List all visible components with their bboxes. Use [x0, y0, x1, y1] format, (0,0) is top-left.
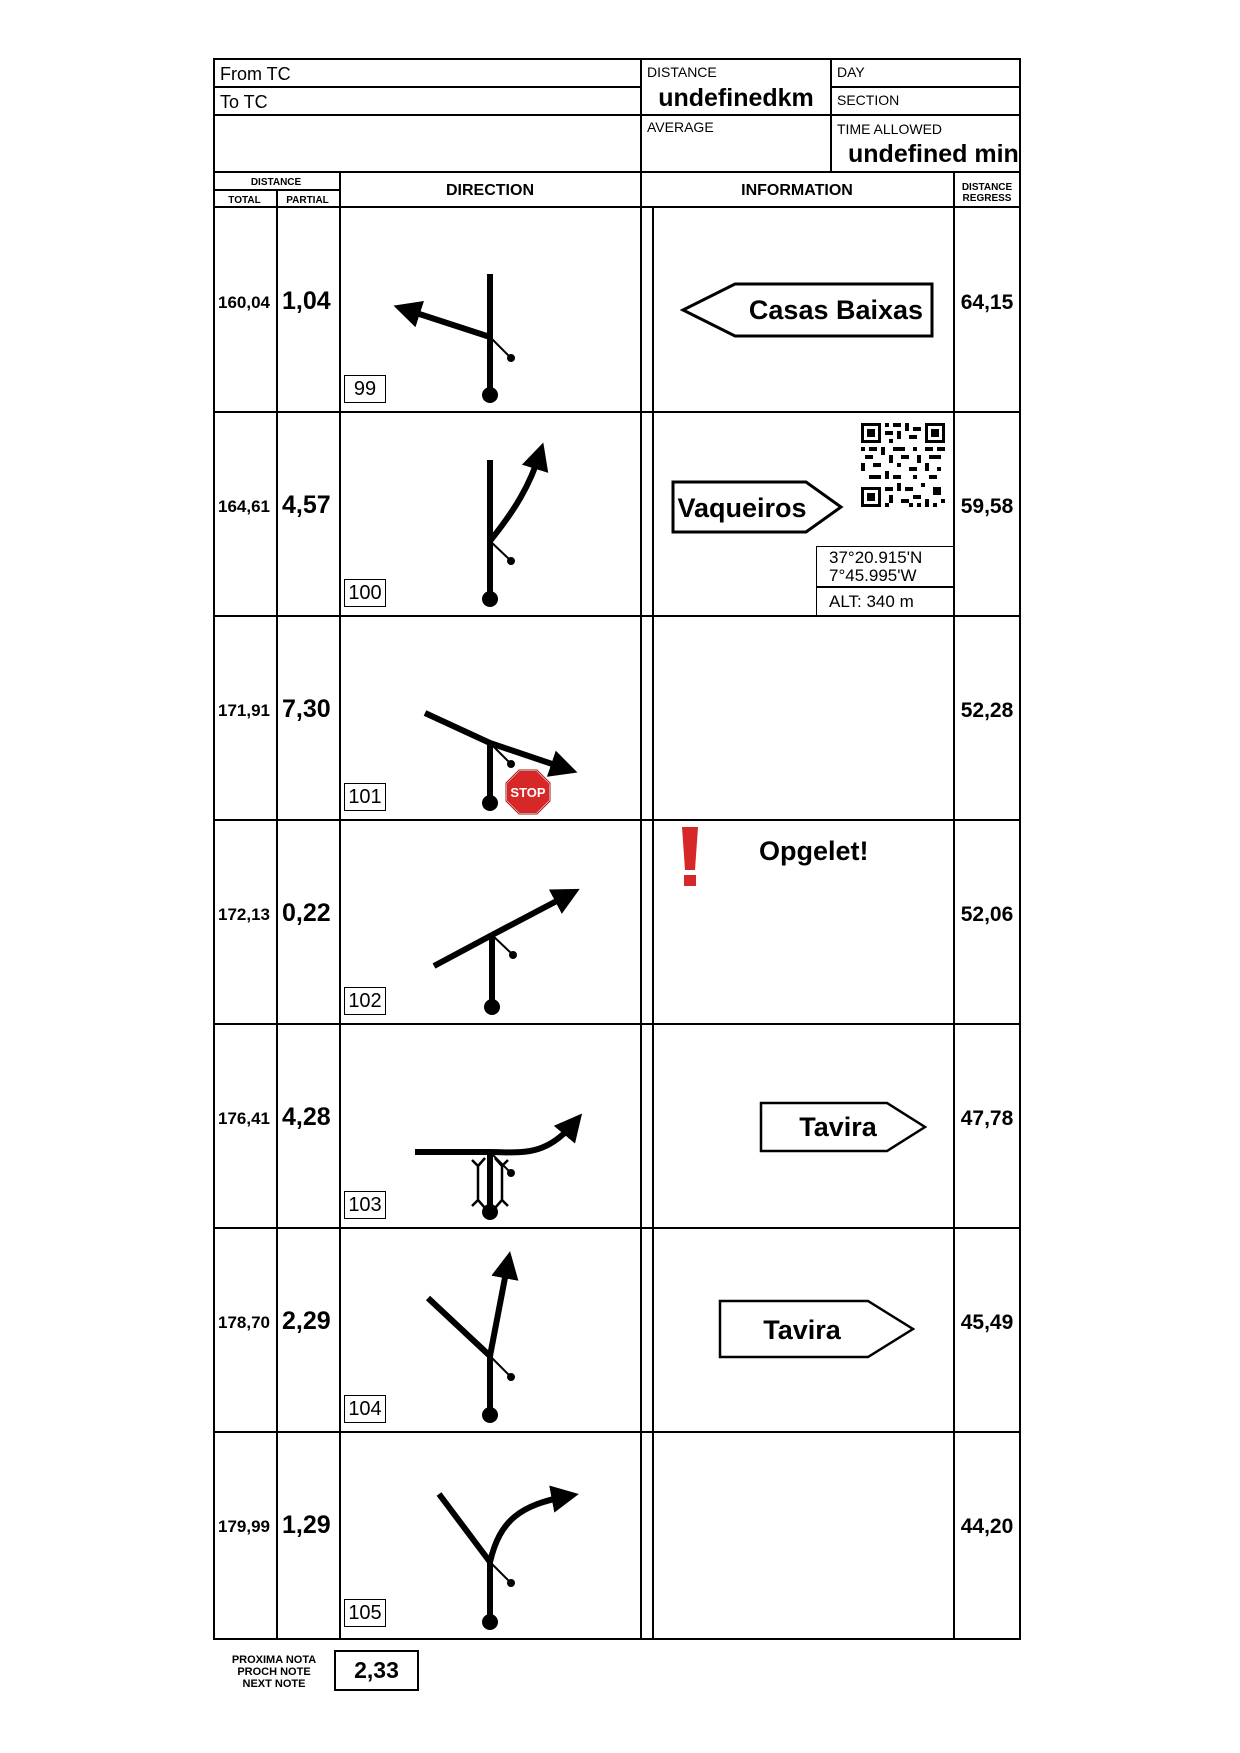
row-3-total: 171,91: [218, 701, 270, 720]
row-2-partial: 4,57: [282, 491, 331, 519]
next-note-label-3: NEXT NOTE: [242, 1678, 306, 1690]
section-label: SECTION: [837, 92, 900, 108]
row-4-regress: 52,06: [960, 903, 1014, 926]
sign-vaqueiros-text: Vaqueiros: [677, 493, 806, 523]
row-5-regress: 47,78: [960, 1107, 1014, 1130]
tulip-row-3-icon: [423, 710, 578, 811]
partial-col-header: PARTIAL: [286, 195, 329, 206]
tulip-row-7-icon: [436, 1485, 579, 1630]
row-4-number: 102: [344, 987, 386, 1015]
day-label: DAY: [837, 64, 865, 80]
time-allowed-label: TIME ALLOWED: [837, 121, 943, 137]
row-5-partial: 4,28: [282, 1103, 331, 1131]
tulip-row-2-icon: [482, 442, 549, 607]
sign-tavira-row-5: Tavira: [759, 1101, 928, 1153]
latitude-text: 37°20.915'N: [829, 548, 923, 567]
altitude-text: ALT: 340 m: [829, 592, 914, 611]
row-1-regress: 64,15: [960, 291, 1014, 314]
sign-tavira-row-5-text: Tavira: [799, 1112, 878, 1142]
average-label: AVERAGE: [647, 119, 714, 135]
time-allowed-value: undefined min: [848, 140, 1019, 168]
row-4-partial: 0,22: [282, 899, 331, 927]
row-7-number: 105: [344, 1599, 386, 1627]
row-1-total: 160,04: [218, 293, 270, 312]
row-2-number: 100: [344, 579, 386, 607]
regress-col-header-line1: DISTANCE: [961, 182, 1013, 193]
tulip-row-6-icon: [425, 1251, 519, 1423]
row-5-number: 103: [344, 1191, 386, 1219]
exclamation-icon: [682, 827, 698, 886]
longitude-text: 7°45.995'W: [829, 566, 917, 585]
distance-value: undefinedkm: [658, 84, 814, 112]
row-6-number: 104: [344, 1395, 386, 1423]
row-2-regress: 59,58: [960, 495, 1014, 518]
next-note-value: 2,33: [334, 1650, 419, 1691]
row-3-number: 101: [344, 783, 386, 811]
coordinates-box: [816, 546, 954, 616]
row-6-total: 178,70: [218, 1313, 270, 1332]
next-note-label-1: PROXIMA NOTA: [231, 1654, 317, 1666]
information-col-header: INFORMATION: [741, 182, 853, 199]
next-note-label-2: PROCH NOTE: [237, 1666, 311, 1678]
distance-col-header: DISTANCE: [250, 177, 302, 188]
row-5-total: 176,41: [218, 1109, 270, 1128]
tulip-row-5-icon: [415, 1113, 583, 1220]
sign-tavira-row-6: Tavira: [718, 1299, 916, 1359]
warning-note: Opgelet!: [759, 836, 869, 866]
row-1-partial: 1,04: [282, 287, 331, 315]
from-tc-label: From TC: [220, 64, 291, 84]
row-2-total: 164,61: [218, 497, 270, 516]
tulip-row-4-icon: [432, 888, 580, 1015]
total-col-header: TOTAL: [228, 195, 261, 206]
row-7-regress: 44,20: [960, 1515, 1014, 1538]
to-tc-label: To TC: [220, 92, 268, 112]
stop-sign-text: STOP: [510, 785, 545, 800]
sign-tavira-row-6-text: Tavira: [763, 1315, 842, 1345]
distance-label: DISTANCE: [647, 64, 717, 80]
tulip-row-1-icon: [393, 274, 515, 403]
row-1-number: 99: [344, 375, 386, 403]
row-6-partial: 2,29: [282, 1307, 331, 1335]
qr-code-icon: [860, 422, 946, 508]
row-3-regress: 52,28: [960, 699, 1014, 722]
sign-casas-baixas-text: Casas Baixas: [749, 295, 923, 325]
row-4-total: 172,13: [218, 905, 270, 924]
sign-casas-baixas: Casas Baixas: [679, 282, 934, 338]
row-3-partial: 7,30: [282, 695, 331, 723]
regress-col-header-line2: REGRESS: [962, 193, 1012, 204]
stop-sign-icon: STOP: [505, 769, 551, 815]
direction-col-header: DIRECTION: [446, 182, 534, 199]
row-6-regress: 45,49: [960, 1311, 1014, 1334]
row-7-total: 179,99: [218, 1517, 270, 1536]
sign-vaqueiros: Vaqueiros: [671, 480, 844, 534]
row-7-partial: 1,29: [282, 1511, 331, 1539]
